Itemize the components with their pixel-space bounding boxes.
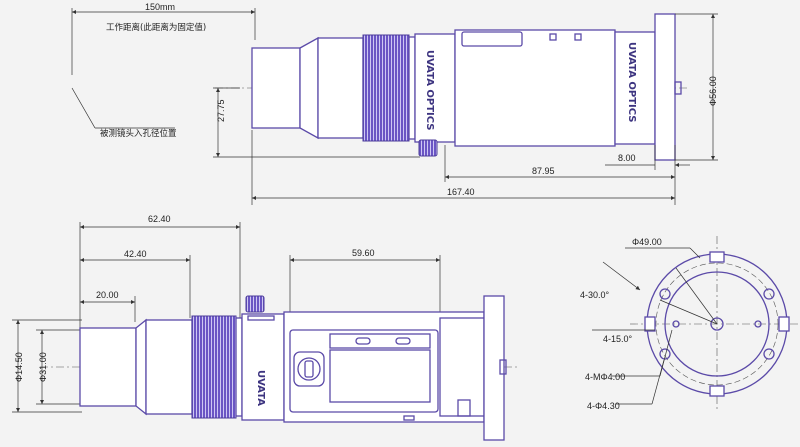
body-front [414,33,456,143]
angle-a: 4-30.0° [580,290,610,300]
bolt-circle-label: Φ49.00 [632,237,662,247]
dia-outer: Φ14.50 [14,352,24,382]
flange-bore [664,271,770,377]
camera-body [454,29,616,147]
top-view: 150mm 工作距离(此距离为固定值) 被测镜头入孔径位置 27.75 UVAT… [71,2,718,205]
lens-hood [251,47,301,129]
working-distance-value: 150mm [145,2,175,12]
hole-callout: 4-Φ4.30 [587,401,620,411]
dim-body: 87.95 [532,166,555,176]
front-view: 62.40 42.40 20.00 59.60 Φ14.50 Φ31.00 UV… [12,214,520,441]
body-front [241,313,285,421]
flange-view: Φ49.00 4-30.0° 4-15.0° 4-MΦ4.00 4-Φ4.30 [580,236,800,412]
dia-inner: Φ31.00 [38,352,48,382]
dim-c: 20.00 [96,290,119,300]
mount-hole [659,288,671,300]
mount-hole [763,288,775,300]
top-cover [461,31,523,47]
working-distance-note: 工作距离(此距离为固定值) [106,22,206,33]
dim-diameter: Φ56.00 [708,76,718,106]
dim-total: 167.40 [447,187,475,197]
mount-flange [483,295,505,441]
focus-ring-knurl [191,315,237,419]
dim-height: 27.75 [216,99,226,122]
lens-barrel [145,319,193,415]
adjust-knob [418,139,438,157]
brand-label-b: UVATA OPTICS [626,42,637,123]
body-rear [614,31,656,145]
bolt-circle [655,262,779,386]
mount-hole [763,348,775,360]
focus-ring-knurl [362,34,410,142]
thread-callout: 4-MΦ4.00 [585,372,625,382]
lens-barrel [317,37,364,139]
brand-label: UVATA [255,370,266,406]
mount-flange [654,13,676,161]
dim-a: 62.40 [148,214,171,224]
side-panel [289,329,439,413]
dim-b: 42.40 [124,249,147,259]
dim-d: 59.60 [352,248,375,258]
mount-hole [659,348,671,360]
dim-flange: 8.00 [618,153,636,163]
adjust-knob [245,295,265,313]
brand-label-a: UVATA OPTICS [424,50,435,131]
entrance-note: 被测镜头入孔径位置 [100,128,177,139]
power-switch [297,357,321,381]
angle-b: 4-15.0° [603,334,633,344]
lens-cone [299,36,319,140]
lens-hood [79,327,137,407]
